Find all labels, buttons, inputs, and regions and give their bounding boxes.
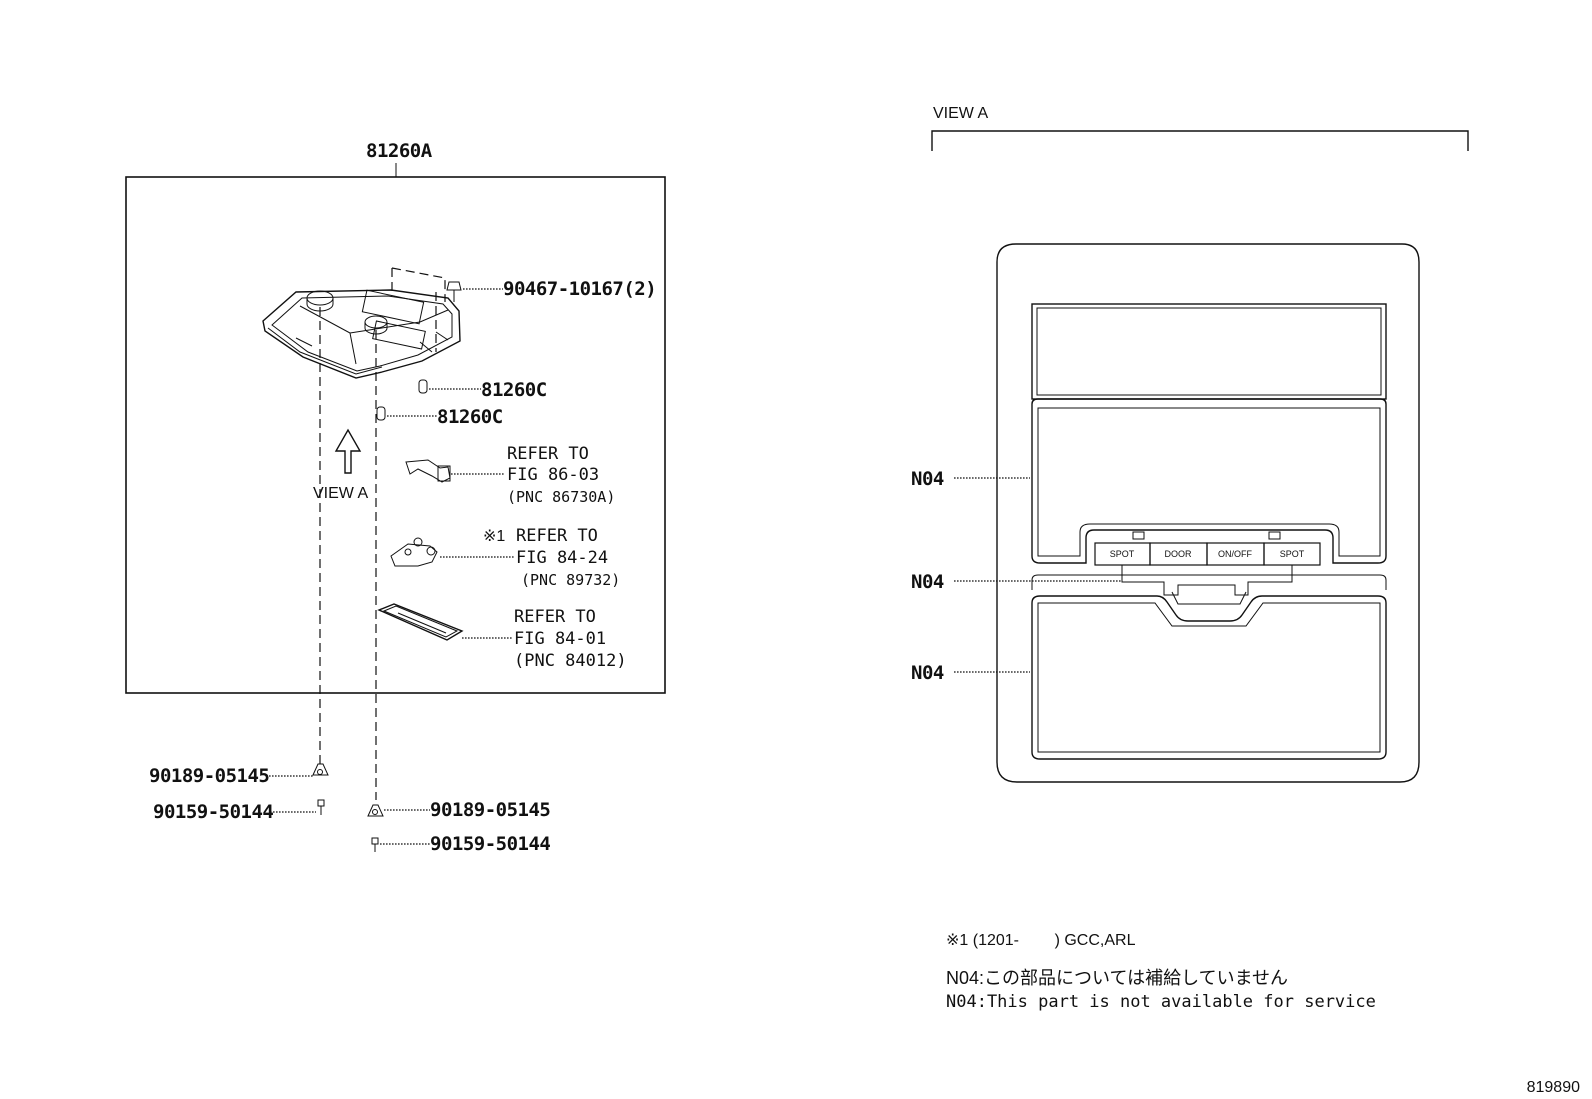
top-window <box>1031 303 1387 400</box>
bulb-icon <box>418 379 428 394</box>
bulb-icon <box>376 406 386 421</box>
button-label: ON/OFF <box>1218 549 1252 559</box>
refer-2-line2: FIG 84-24 <box>516 548 608 568</box>
callout-nut-right: 90189-05145 <box>430 799 550 821</box>
callout-screw-left: 90159-50144 <box>153 801 273 823</box>
view-a-title: VIEW A <box>933 105 988 122</box>
callout-screw-right: 90159-50144 <box>430 833 550 855</box>
callout-n04-lower: N04 <box>911 662 944 684</box>
refer-1-line2: FIG 86-03 <box>507 465 599 485</box>
switch-harness-drawing <box>390 537 438 567</box>
refer-2-line1: REFER TO <box>516 526 598 546</box>
switch-row: SPOT DOOR ON/OFF SPOT <box>1094 542 1321 566</box>
screw-icon <box>371 837 379 852</box>
view-arrow-label: VIEW A <box>313 485 368 502</box>
button-label: DOOR <box>1165 549 1193 559</box>
callout-n04-switch: N04 <box>911 571 944 593</box>
nut-icon <box>367 804 384 817</box>
indicator-led <box>1132 531 1145 540</box>
lamp-bezel-outline <box>996 243 1420 783</box>
refer-3-line3: (PNC 84012) <box>514 651 627 671</box>
indicator-led <box>1268 531 1281 540</box>
refer-1-line1: REFER TO <box>507 444 589 464</box>
refer-3-line2: FIG 84-01 <box>514 629 606 649</box>
button-label: SPOT <box>1280 549 1305 559</box>
map-lamp-housing-drawing <box>262 267 461 379</box>
refer-1-line3: (PNC 86730A) <box>507 488 615 506</box>
callout-bolt-top: 90467-10167(2) <box>503 278 656 300</box>
refer-2-line3: (PNC 89732) <box>521 571 620 589</box>
refer-2-mark: ※1 <box>483 528 505 545</box>
screw-icon <box>317 799 325 815</box>
nut-icon <box>312 763 329 776</box>
notes: ※1 (1201- ) GCC,ARL N04:この部品については補給していませ… <box>946 932 1376 1012</box>
lens-cover-drawing <box>377 603 464 641</box>
view-a-panel: VIEW A SPOT DOOR ON/OFF SPOT <box>911 105 1469 783</box>
callout-nut-left: 90189-05145 <box>149 765 269 787</box>
figure-id: 819890 <box>1527 1079 1580 1096</box>
upper-lens <box>1031 398 1387 564</box>
view-a-bracket <box>931 130 1469 151</box>
exploded-view: 81260A 90467-1016 <box>125 140 666 855</box>
wire-connector-drawing <box>405 459 451 483</box>
callout-bulb-1: 81260C <box>481 379 547 401</box>
callout-n04-upper: N04 <box>911 468 944 490</box>
callout-bulb-2: 81260C <box>437 406 503 428</box>
refer-3-line1: REFER TO <box>514 607 596 627</box>
footnote-1: ※1 (1201- ) GCC,ARL <box>946 932 1136 949</box>
view-direction-arrow-icon <box>334 428 362 474</box>
note-n04-japanese: N04:この部品については補給していません <box>946 968 1288 988</box>
clip-bolt-icon <box>446 281 462 302</box>
lower-lens <box>1031 595 1387 760</box>
main-part-label: 81260A <box>366 140 433 162</box>
button-label: SPOT <box>1110 549 1135 559</box>
assembly-frame <box>125 176 666 694</box>
note-n04-english: N04:This part is not available for servi… <box>946 992 1376 1012</box>
